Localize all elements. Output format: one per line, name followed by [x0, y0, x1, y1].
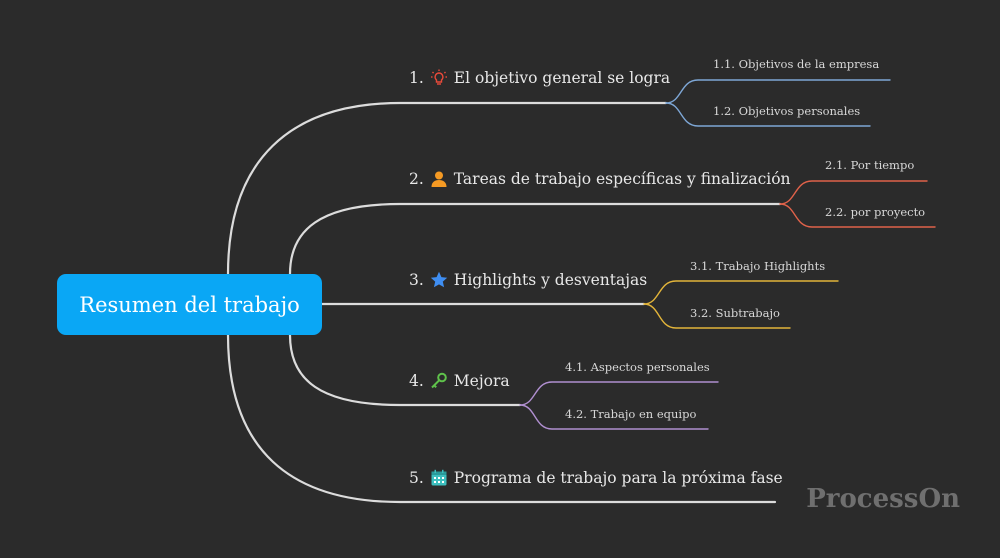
key-icon	[430, 372, 448, 390]
calendar-icon	[430, 469, 448, 487]
branch-number: 5.	[409, 469, 424, 487]
branch-connector-5	[226, 333, 777, 504]
sub-item-2-1[interactable]: 2.1. Por tiempo	[825, 158, 915, 172]
branch-number: 2.	[409, 170, 424, 188]
branch-number: 3.	[409, 271, 424, 289]
root-node[interactable]: Resumen del trabajo	[57, 274, 322, 335]
branch-3[interactable]: 3. Highlights y desventajas	[409, 269, 647, 291]
person-icon	[430, 170, 448, 188]
branch-number: 4.	[409, 372, 424, 390]
star-icon	[430, 271, 448, 289]
sub-item-3-2[interactable]: 3.2. Subtrabajo	[690, 306, 780, 320]
sub-item-3-1[interactable]: 3.1. Trabajo Highlights	[690, 259, 826, 273]
branch-connector-2	[288, 202, 782, 276]
branch-label: Tareas de trabajo específicas y finaliza…	[453, 170, 791, 188]
branch-5[interactable]: 5. Programa de trabajo para la próxima f…	[409, 467, 783, 489]
branch-label: El objetivo general se logra	[453, 69, 671, 87]
sub-connector-2-2	[779, 203, 936, 228]
sub-connector-1-2	[665, 102, 871, 127]
sub-item-2-2[interactable]: 2.2. por proyecto	[825, 205, 926, 219]
branch-label: Programa de trabajo para la próxima fase	[453, 469, 783, 487]
branch-number: 1.	[409, 69, 424, 87]
branch-2[interactable]: 2. Tareas de trabajo específicas y final…	[409, 168, 791, 190]
sub-connector-4-1	[519, 381, 719, 406]
sub-connector-4-2	[519, 404, 709, 430]
sub-item-1-2[interactable]: 1.2. Objetivos personales	[713, 104, 861, 118]
branch-connector-4	[288, 333, 522, 407]
sub-item-4-1[interactable]: 4.1. Aspectos personales	[565, 360, 710, 374]
branch-1[interactable]: 1. El objetivo general se logra	[409, 67, 670, 89]
root-label: Resumen del trabajo	[79, 292, 300, 317]
sub-connector-1-1	[665, 79, 891, 104]
branch-4[interactable]: 4. Mejora	[409, 370, 510, 392]
sub-item-1-1[interactable]: 1.1. Objetivos de la empresa	[713, 57, 880, 71]
branch-label: Highlights y desventajas	[453, 271, 648, 289]
lightbulb-icon	[430, 69, 448, 87]
sub-connector-3-1	[643, 280, 839, 305]
sub-connector-3-2	[643, 303, 791, 329]
watermark-logo: ProcessOn	[806, 484, 960, 514]
sub-item-4-2[interactable]: 4.2. Trabajo en equipo	[565, 407, 697, 421]
branch-connector-1	[226, 101, 668, 276]
sub-connector-2-1	[779, 180, 928, 205]
branch-label: Mejora	[453, 372, 510, 390]
